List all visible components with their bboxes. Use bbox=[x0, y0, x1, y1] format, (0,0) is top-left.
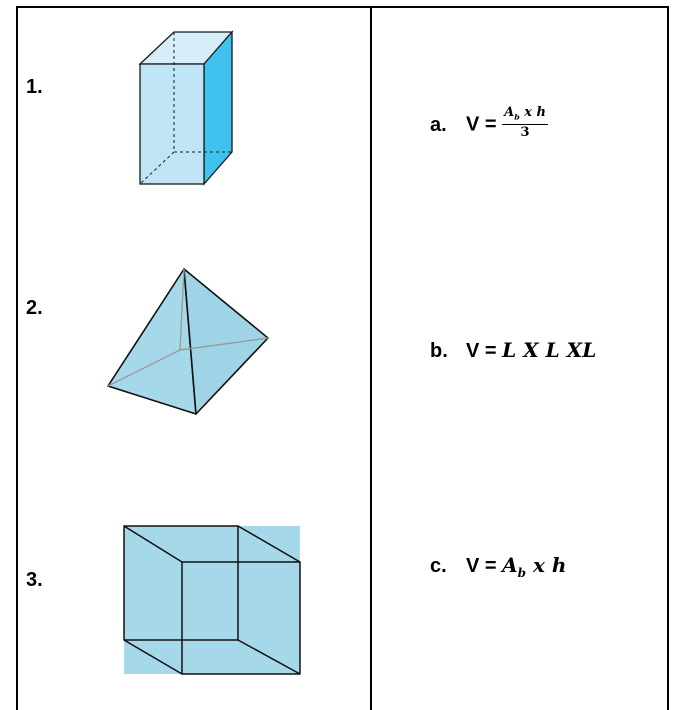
table-border-right bbox=[667, 6, 669, 710]
table-column-divider bbox=[370, 6, 372, 710]
formula-a: a. V = Ab x h 3 bbox=[430, 105, 548, 142]
formula-c-expression: Ab x h bbox=[502, 553, 567, 580]
shape-number-2: 2. bbox=[26, 297, 43, 319]
formula-a-numerator: Ab x h bbox=[502, 105, 548, 125]
formula-a-denominator: 3 bbox=[520, 124, 530, 140]
formula-a-fraction: Ab x h 3 bbox=[502, 105, 548, 140]
matching-table bbox=[16, 6, 669, 710]
rectangular-prism-icon bbox=[138, 30, 234, 186]
formula-c-lhs: V = bbox=[466, 555, 497, 577]
shape-number-3: 3. bbox=[26, 569, 43, 591]
formula-b-expression: L X L XL bbox=[502, 338, 597, 362]
formula-letter-a: a. bbox=[430, 113, 447, 136]
formula-a-lhs: V = bbox=[466, 113, 497, 136]
square-pyramid-icon bbox=[107, 268, 269, 415]
formula-letter-b: b. bbox=[430, 340, 448, 362]
shape-number-1: 1. bbox=[26, 76, 43, 98]
table-border-top bbox=[16, 6, 669, 8]
formula-b-lhs: V = bbox=[466, 340, 497, 362]
formula-letter-c: c. bbox=[430, 555, 447, 577]
formula-b: b. V = L X L XL bbox=[430, 338, 596, 363]
formula-c: c. V = Ab x h bbox=[430, 553, 566, 580]
table-border-left bbox=[16, 6, 18, 710]
cube-icon bbox=[123, 525, 301, 675]
